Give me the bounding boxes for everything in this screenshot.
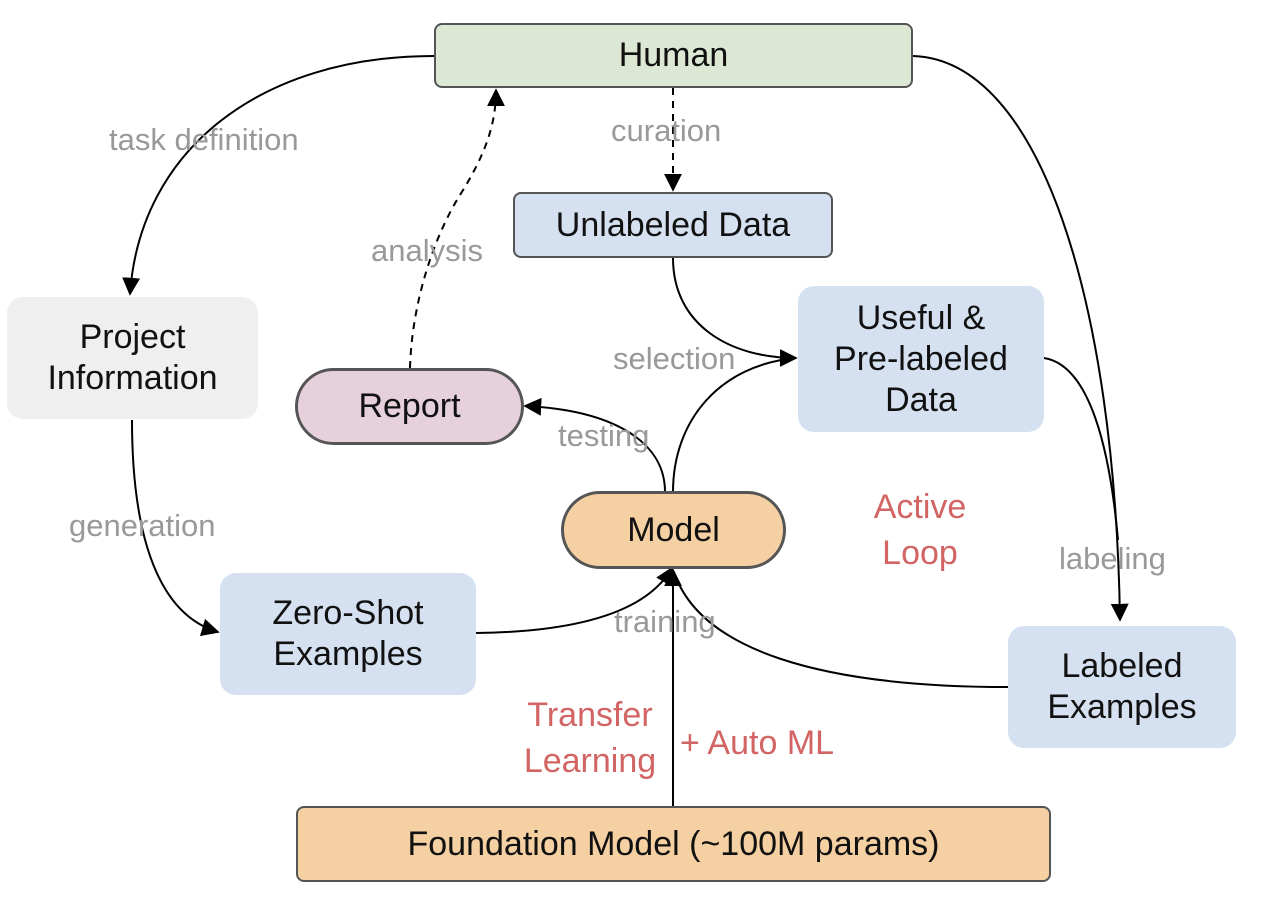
edge-label-training: training xyxy=(614,604,716,639)
edge-human-to-labeled xyxy=(912,55,1129,622)
node-project-information-line-2: Information xyxy=(47,359,218,397)
annotation-auto-ml: + Auto ML xyxy=(680,724,835,762)
node-zero-shot-examples: Zero-Shot Examples xyxy=(220,573,476,695)
node-report-label: Report xyxy=(358,387,461,425)
node-foundation-model: Foundation Model (~100M params) xyxy=(296,806,1051,882)
edge-selection xyxy=(672,257,798,367)
edge-labeled-to-model xyxy=(673,571,1009,688)
node-useful-data: Useful & Pre-labeled Data xyxy=(798,286,1044,432)
edge-model-to-useful xyxy=(672,357,797,493)
node-unlabeled-data: Unlabeled Data xyxy=(513,192,833,258)
node-model-label: Model xyxy=(627,510,720,549)
edge-generation xyxy=(131,419,220,637)
edge-label-testing: testing xyxy=(558,418,650,453)
edge-analysis xyxy=(409,88,505,369)
edge-label-labeling: labeling xyxy=(1059,541,1166,576)
annotation-transfer-learning-line-2: Learning xyxy=(523,742,657,780)
node-report: Report xyxy=(295,368,524,445)
edge-label-selection: selection xyxy=(613,341,736,376)
edge-label-curation: curation xyxy=(611,113,722,148)
node-foundation-model-label: Foundation Model (~100M params) xyxy=(407,824,940,863)
annotation-active-loop-line-1: Active xyxy=(873,488,967,526)
node-zero-shot-line-1: Zero-Shot xyxy=(272,594,424,632)
annotation-active-loop: Active Loop xyxy=(860,484,980,576)
annotation-transfer-learning-line-1: Transfer xyxy=(527,696,653,734)
annotation-transfer-learning: Transfer Learning xyxy=(510,692,670,784)
annotation-active-loop-line-2: Loop xyxy=(882,534,958,572)
node-labeled-examples: Labeled Examples xyxy=(1008,626,1236,748)
edge-zeroshot-to-model xyxy=(475,566,673,634)
node-useful-data-line-1: Useful & xyxy=(856,298,986,337)
node-unlabeled-data-label: Unlabeled Data xyxy=(555,205,791,244)
edge-task-definition xyxy=(122,55,435,296)
node-human: Human xyxy=(434,23,913,88)
node-labeled-examples-line-2: Examples xyxy=(1047,688,1197,726)
node-human-label: Human xyxy=(618,36,729,74)
node-project-information-line-1: Project xyxy=(79,318,186,356)
node-zero-shot-line-2: Examples xyxy=(273,635,423,673)
node-useful-data-line-3: Data xyxy=(885,380,957,419)
edge-label-generation: generation xyxy=(69,508,216,543)
node-model: Model xyxy=(561,491,786,569)
edge-testing xyxy=(523,397,666,493)
node-labeled-examples-line-1: Labeled xyxy=(1061,647,1183,685)
edge-label-task-definition: task definition xyxy=(109,122,299,157)
node-project-information: Project Information xyxy=(7,297,258,419)
node-useful-data-line-2: Pre-labeled xyxy=(834,339,1008,378)
edge-label-analysis: analysis xyxy=(371,233,483,268)
edge-useful-to-labeled xyxy=(1043,357,1119,541)
